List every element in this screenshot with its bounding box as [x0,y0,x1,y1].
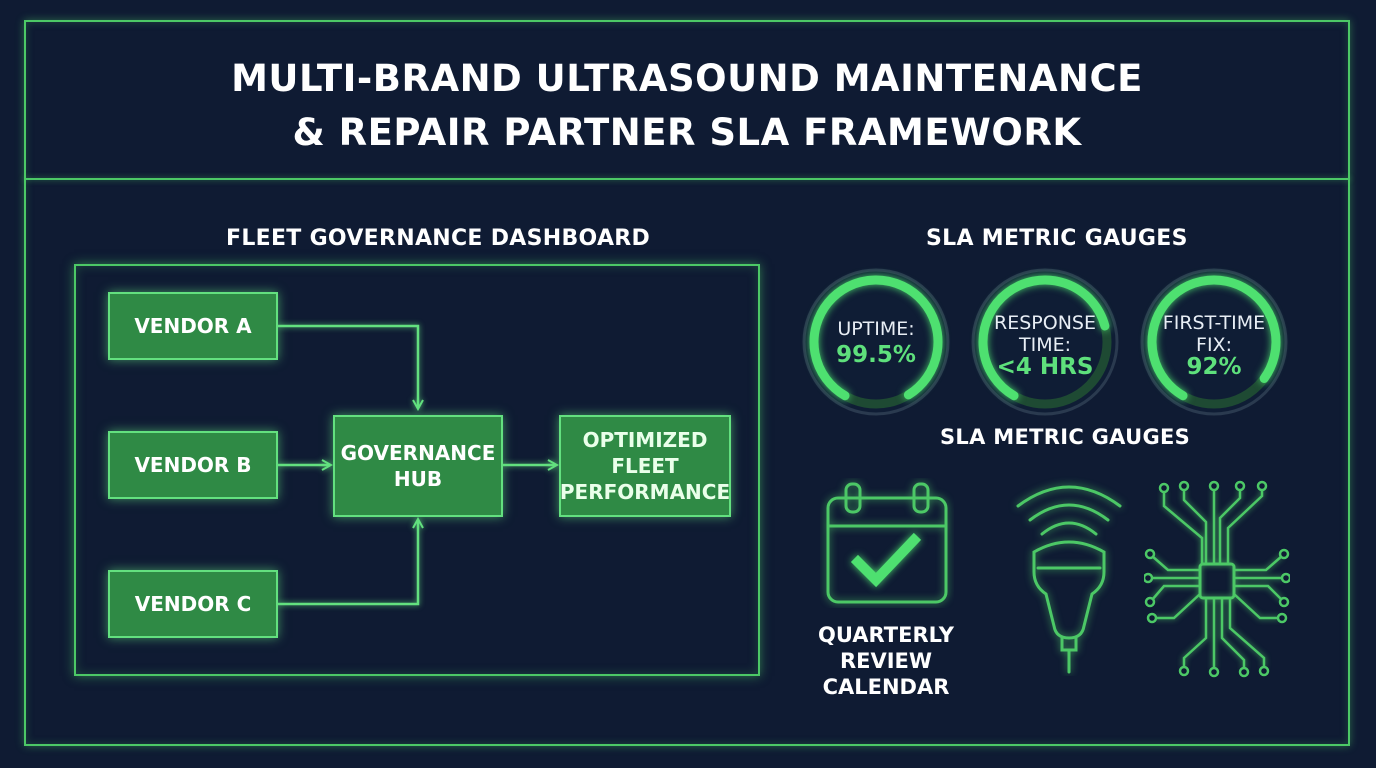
response-time-gauge-arc [978,275,1110,401]
governance-hub-node: GOVERNANCE HUB [333,415,503,517]
gauges-caption: SLA METRIC GAUGES [940,425,1191,449]
outcome-line-3: PERFORMANCE [559,480,731,504]
optimized-performance-node: OPTIMIZED FLEET PERFORMANCE [559,415,731,517]
calendar-label: QUARTERLY REVIEW CALENDAR [776,622,996,700]
page-title: MULTI-BRAND ULTRASOUND MAINTENANCE & REP… [24,52,1350,160]
title-divider [24,178,1350,180]
dashboard-panel [74,264,760,676]
calendar-label-line-1: QUARTERLY REVIEW [818,623,954,673]
arrow-vendor-a-to-hub [278,324,418,408]
first-time-fix-label-line-2: FIX: [1196,334,1232,356]
first-time-fix-gauge: FIRST-TIME FIX: 92% [1138,266,1290,418]
ultrasound-probe-icon [1016,485,1122,674]
response-label-line-2: TIME: [1018,334,1071,356]
outcome-line-2: FLEET [611,454,679,478]
response-label-line-1: RESPONSE [994,312,1096,334]
response-time-gauge: RESPONSE TIME: <4 HRS [969,266,1121,418]
calendar-check-icon [826,482,948,604]
hub-line-2: HUB [393,467,443,491]
dashboard-heading: FLEET GOVERNANCE DASHBOARD [226,226,651,251]
outer-frame [24,20,1350,746]
uptime-gauge: UPTIME: 99.5% [800,266,952,418]
vendor-b-node: VENDOR B [108,431,278,499]
calendar-label-line-2: CALENDAR [822,675,950,699]
title-line-2: & REPAIR PARTNER SLA FRAMEWORK [292,111,1082,154]
uptime-label: UPTIME: [837,318,915,340]
outcome-line-1: OPTIMIZED [582,428,708,452]
gauges-heading: SLA METRIC GAUGES [926,226,1188,251]
first-time-fix-value: 92% [1186,354,1242,380]
first-time-fix-label-line-1: FIRST-TIME [1162,312,1266,334]
hub-line-1: GOVERNANCE [340,441,496,465]
title-line-1: MULTI-BRAND ULTRASOUND MAINTENANCE [231,57,1143,100]
response-time-value: <4 HRS [996,354,1094,380]
arrow-vendor-c-to-hub [278,520,418,606]
vendor-a-node: VENDOR A [108,292,278,360]
first-time-fix-gauge-arc [1147,275,1281,401]
uptime-value: 99.5% [836,342,916,368]
circuit-chip-icon [1144,480,1290,678]
vendor-c-node: VENDOR C [108,570,278,638]
uptime-gauge-arc [809,275,943,401]
